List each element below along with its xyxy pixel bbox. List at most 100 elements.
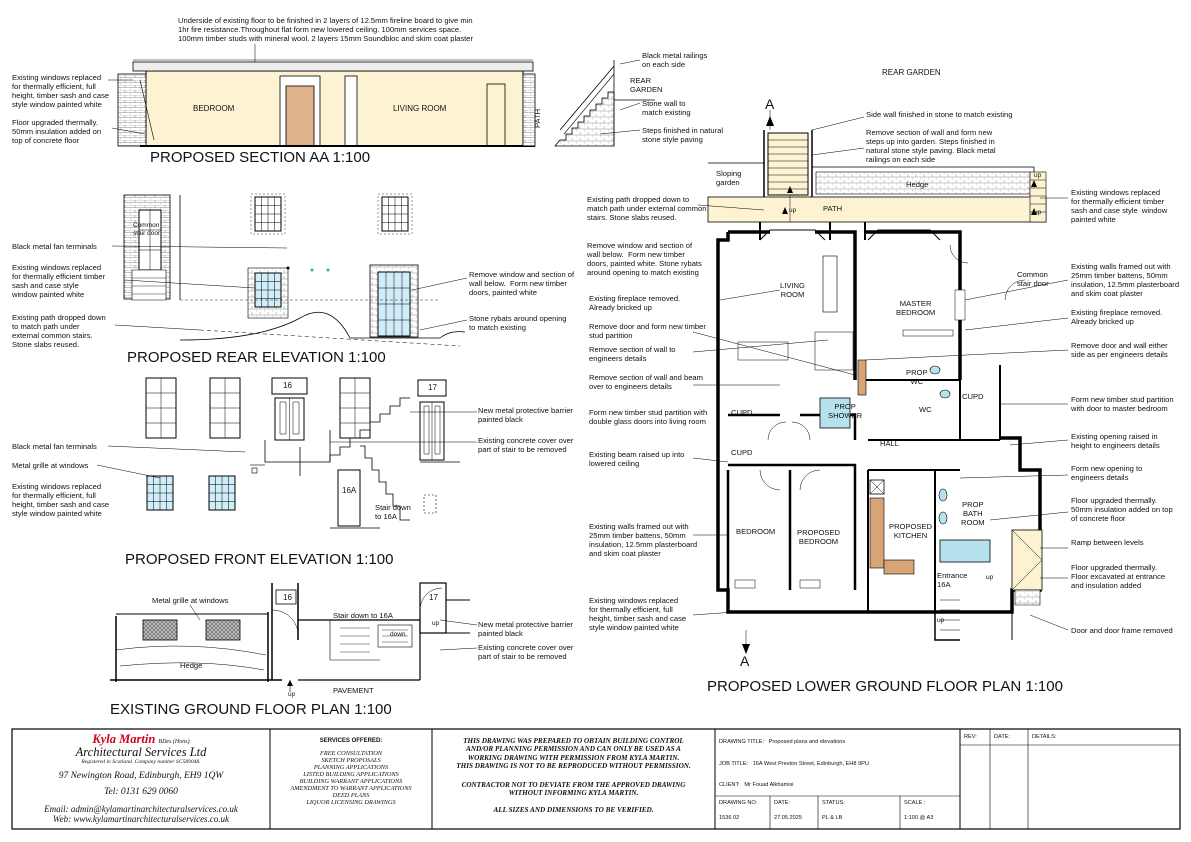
client-row: CLIENT: Mr Fouad Alkhamisi	[719, 782, 794, 789]
note-lg-right-ramp: Ramp between levels	[1071, 538, 1144, 547]
notice-deviate: CONTRACTOR NOT TO DEVIATE FROM THE APPRO…	[461, 781, 686, 798]
title-front-elevation: PROPOSED FRONT ELEVATION 1:100	[125, 551, 394, 568]
drawing-no-value: 1536 02	[719, 815, 740, 821]
note-ground-grille: Metal grille at windows	[152, 596, 229, 605]
note-front-cover: Existing concrete cover over part of sta…	[478, 436, 574, 454]
title-section-aa: PROPOSED SECTION AA 1:100	[150, 149, 371, 166]
note-lg-side-wall: Side wall finished in stone to match exi…	[866, 110, 1013, 119]
section-aa-drawing	[117, 59, 655, 147]
job-title-row: JOB TITLE: 16A West Preston Street, Edin…	[719, 761, 869, 768]
note-lg-path: Existing path dropped down to match path…	[587, 195, 707, 222]
note-lg-right-walls: Existing walls framed out with 25mm timb…	[1071, 262, 1180, 298]
label-up-entrance: up	[986, 574, 994, 581]
label-rear-garden-section: REAR GARDEN	[630, 76, 663, 94]
drawing-title-label: DRAWING TITLE:	[719, 739, 765, 745]
room-bathroom: PROP BATH ROOM	[961, 500, 985, 527]
date-label: DATE:	[774, 800, 791, 806]
label-hedge-ground: Hedge	[180, 661, 203, 670]
leader-lines	[96, 44, 1069, 651]
note-lg-wall: Remove section of wall to engineers deta…	[589, 345, 676, 363]
label-up-right-1: up	[1034, 172, 1042, 179]
note-rear-rybats: Stone rybats around opening to match exi…	[469, 314, 567, 332]
label-door-16: 16	[283, 381, 292, 390]
drawing-no-label: DRAWING NO:	[719, 800, 758, 806]
title-lower-ground: PROPOSED LOWER GROUND FLOOR PLAN 1:100	[707, 678, 1063, 695]
scale-label: SCALE :	[904, 800, 926, 806]
note-floor-fire: Underside of existing floor to be finish…	[178, 16, 474, 43]
label-up-ground: up	[288, 691, 296, 698]
client-value: Mr Fouad Alkhamisi	[744, 782, 794, 788]
note-rear-remove-window: Remove window and section of wall below.…	[469, 270, 575, 297]
ground-floor-drawing	[110, 582, 470, 692]
room-wc: WC	[919, 405, 932, 414]
note-lg-windows: Existing windows replaced for thermally …	[589, 596, 687, 632]
note-rear-fan: Black metal fan terminals	[12, 242, 97, 251]
drawing-title-row: DRAWING TITLE: Proposed plans and elevat…	[719, 739, 845, 746]
note-section-windows: Existing windows replaced for thermally …	[12, 73, 110, 109]
job-title-value: 16A West Preston Street, Edinburgh, EH8 …	[752, 761, 869, 767]
label-stair-down-plan: Stair down to 16A	[333, 611, 393, 620]
note-rear-windows: Existing windows replaced for thermally …	[12, 263, 106, 299]
note-lg-right-opening-raised: Existing opening raised in height to eng…	[1071, 432, 1160, 450]
note-lg-door: Remove door and form new timber stud par…	[589, 322, 706, 340]
rear-elevation-drawing	[123, 193, 466, 347]
label-door-17: 17	[428, 383, 437, 392]
title-ground-floor: EXISTING GROUND FLOOR PLAN 1:100	[110, 701, 392, 718]
front-elevation-drawing	[145, 377, 460, 529]
status-value: PL & LB	[822, 815, 843, 821]
drawing-title-value: Proposed plans and elevations	[768, 739, 846, 745]
company-email: Email: admin@kylamartinarchitecturalserv…	[44, 804, 238, 814]
section-marker-bottom: A	[740, 653, 750, 669]
notice-permission: THIS DRAWING WAS PREPARED TO OBTAIN BUIL…	[456, 737, 691, 771]
rev-label: REV:	[964, 734, 977, 740]
company-address: 97 Newington Road, Edinburgh, EH9 1QW	[58, 771, 224, 781]
room-master-bedroom: MASTER BEDROOM	[896, 299, 936, 317]
note-lg-fireplace: Existing fireplace removed. Already bric…	[589, 294, 681, 312]
room-bedroom: BEDROOM	[736, 527, 776, 536]
client-label: CLIENT:	[719, 782, 740, 788]
room-cupd-right: CUPD	[962, 392, 984, 401]
job-title-label: JOB TITLE:	[719, 761, 749, 767]
company-quals: BDes (Hons)	[158, 739, 190, 745]
note-lg-right-partition: Form new timber stud partition with door…	[1071, 395, 1174, 413]
note-front-fan: Black metal fan terminals	[12, 442, 97, 451]
note-lg-right-new-opening: Form new opening to engineers details	[1071, 464, 1143, 482]
services-heading: SERVICES OFFERED:	[319, 738, 383, 744]
note-lg-window: Remove window and section of wall below.…	[587, 241, 702, 277]
room-entrance: Entrance 16A	[937, 571, 968, 589]
label-up-right-2: up	[1034, 209, 1042, 216]
company-registered: Registered in Scotland. Company number S…	[81, 759, 201, 765]
room-kitchen: PROPOSED KITCHEN	[889, 522, 933, 540]
label-door-16a: 16A	[342, 486, 357, 495]
date-value: 27.05.2025	[774, 815, 802, 821]
label-rear-garden: REAR GARDEN	[882, 68, 941, 77]
note-lg-right-windows: Existing windows replaced for thermally …	[1071, 188, 1168, 224]
label-ground-17: 17	[429, 593, 438, 602]
room-living: LIVING ROOM	[780, 281, 805, 299]
note-lg-steps: Remove section of wall and form new step…	[866, 128, 996, 164]
note-ground-cover: Existing concrete cover over part of sta…	[478, 643, 574, 661]
services-list: FREE CONSULTATION SKETCH PROPOSALS PLANN…	[290, 750, 412, 806]
label-down: down	[390, 631, 406, 638]
note-lg-right-floor-excavated: Floor upgraded thermally. Floor excavate…	[1071, 563, 1166, 590]
lower-ground-drawing	[707, 110, 1047, 654]
label-hedge-plan: Hedge	[906, 180, 929, 189]
room-shower: PROP SHOWER	[828, 402, 863, 420]
note-lg-right-fireplace: Existing fireplace removed. Already bric…	[1071, 308, 1163, 326]
note-front-grille: Metal grille at windows	[12, 461, 89, 470]
label-path-section: PATH	[533, 108, 542, 128]
note-lg-right-floor-upgraded: Floor upgraded thermally. 50mm insulatio…	[1071, 496, 1173, 523]
rev-date-label: DATE:	[994, 734, 1011, 740]
notice-verify: ALL SIZES AND DIMENSIONS TO BE VERIFIED.	[493, 806, 654, 814]
note-lg-wall-beam: Remove section of wall and beam over to …	[589, 373, 703, 391]
note-lg-right-door-frame: Door and door frame removed	[1071, 626, 1173, 635]
note-front-windows: Existing windows replaced for thermally …	[12, 482, 110, 518]
note-ground-barrier: New metal protective barrier painted bla…	[478, 620, 573, 638]
company-subtitle: Architectural Services Ltd	[75, 745, 207, 759]
room-hall: HALL	[880, 439, 899, 448]
title-block-frame	[11, 728, 1181, 830]
label-common-stair-door: Common stair door	[1017, 270, 1049, 288]
label-up-path: up	[789, 207, 797, 214]
